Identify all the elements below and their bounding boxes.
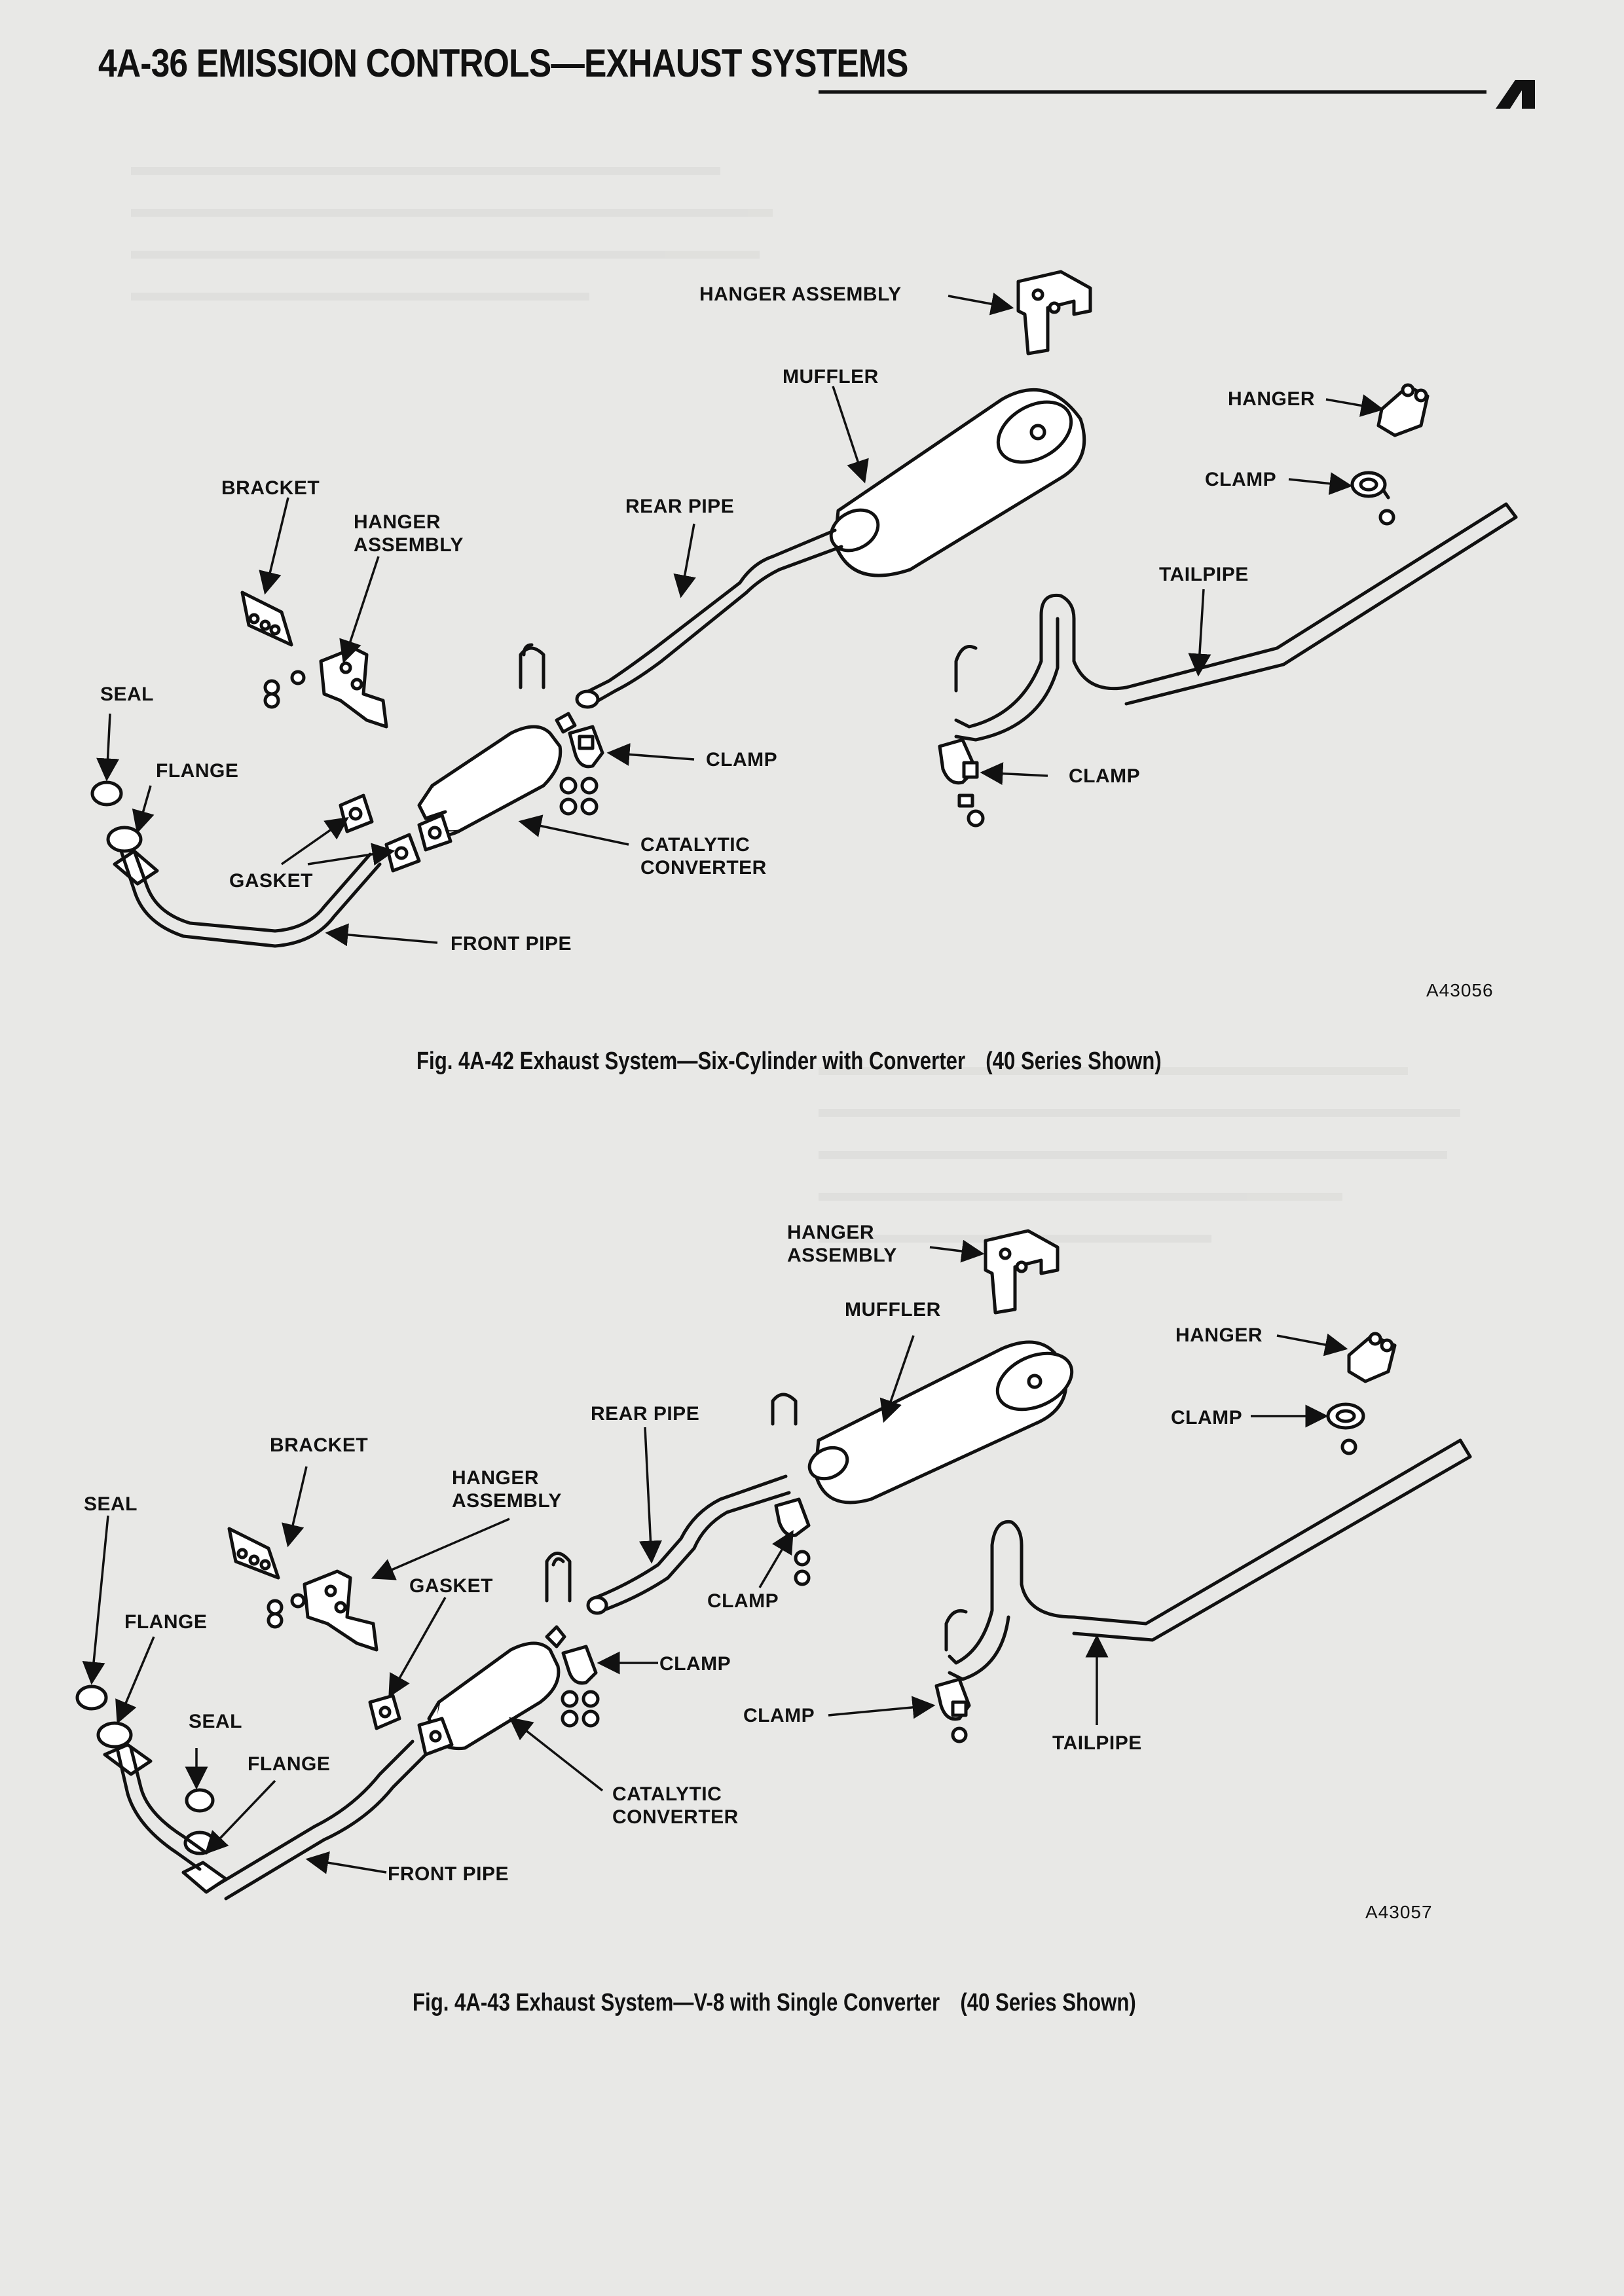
fig1-label-muffler: MUFFLER (783, 366, 879, 388)
fig2-label-flange-bottom: FLANGE (248, 1753, 331, 1775)
fig2-hanger-part (1347, 1332, 1397, 1383)
fig2-u-bolt-part (545, 1552, 572, 1603)
fig2-label-catalytic-converter: CATALYTIC CONVERTER (612, 1783, 739, 1829)
fig1-front-pipe-part (119, 849, 382, 948)
fig2-flange-top-part (96, 1721, 153, 1776)
fig1-rear-pipe-part (581, 528, 843, 706)
fig2-label-muffler: MUFFLER (845, 1299, 941, 1321)
fig1-label-seal: SEAL (100, 683, 155, 705)
fig1-label-rear-pipe: REAR PIPE (625, 496, 735, 517)
fig1-caption-note: (40 Series Shown) (986, 1048, 1162, 1075)
fig2-label-seal-top: SEAL (84, 1493, 138, 1515)
fig1-flange-part (106, 826, 159, 886)
fig2-caption: Fig. 4A-43 Exhaust System—V-8 with Singl… (413, 1989, 1136, 2017)
fig2-rear-pipe-part (594, 1474, 791, 1613)
header-rule (819, 90, 1486, 94)
fig1-clamp-tail-part (1350, 471, 1395, 526)
fig1-label-flange: FLANGE (156, 760, 239, 782)
fig2-seal-top-part (75, 1685, 108, 1711)
fig1-hanger-part (1376, 383, 1430, 437)
fig1-u-bolt-part (519, 643, 545, 689)
fig1-clamp-mid-part (559, 725, 604, 816)
bleed-through-text-left (131, 147, 786, 357)
fig2-label-tailpipe: TAILPIPE (1052, 1732, 1142, 1754)
fig2-label-bracket: BRACKET (270, 1434, 369, 1456)
fig1-hanger-assembly-part (1016, 270, 1092, 355)
fig2-u-bolt-rear-part (771, 1393, 798, 1426)
fig1-label-gasket: GASKET (229, 870, 314, 892)
fig2-clamp-right-part (934, 1677, 971, 1743)
fig2-label-gasket: GASKET (409, 1575, 494, 1597)
fig1-muffler-part (829, 388, 1086, 577)
fig2-label-clamp-right: CLAMP (743, 1705, 815, 1726)
fig2-tailpipe-part (948, 1438, 1472, 1681)
fig1-label-catalytic-converter: CATALYTIC CONVERTER (640, 834, 767, 879)
fig1-leader-lines (96, 293, 1384, 947)
fig1-clamp-right-part (938, 738, 985, 828)
fig2-gasket-part (368, 1694, 454, 1757)
fig1-label-clamp-right: CLAMP (1069, 765, 1141, 787)
fig1-clamp-u-part (954, 645, 978, 693)
fig2-label-clamp-tail: CLAMP (1171, 1407, 1243, 1429)
fig1-label-hanger-assembly-left: HANGER ASSEMBLY (354, 511, 464, 556)
fig1-label-clamp-tail: CLAMP (1205, 469, 1277, 490)
fig2-caption-main: Fig. 4A-43 Exhaust System—V-8 with Singl… (413, 1989, 940, 2016)
fig2-label-hanger: HANGER (1175, 1324, 1263, 1346)
fig1-label-bracket: BRACKET (221, 477, 320, 499)
fig1-drawing (90, 270, 1518, 948)
fig2-label-rear-pipe: REAR PIPE (591, 1403, 700, 1425)
fig1-label-hanger-assembly: HANGER ASSEMBLY (699, 283, 902, 305)
fig2-leader-lines (82, 1239, 1348, 1874)
fig2-clamp-tail-part (1326, 1402, 1365, 1455)
fig1-caption-main: Fig. 4A-42 Exhaust System—Six-Cylinder w… (416, 1048, 966, 1075)
fig2-caption-note: (40 Series Shown) (960, 1989, 1136, 2016)
header-corner-mark-icon (1496, 80, 1535, 109)
fig2-catalytic-converter-part (427, 1625, 566, 1751)
fig1-label-tailpipe: TAILPIPE (1159, 564, 1249, 585)
fig2-hanger-assembly-part (984, 1229, 1060, 1315)
fig1-label-hanger: HANGER (1228, 388, 1316, 410)
fig1-caption: Fig. 4A-42 Exhaust System—Six-Cylinder w… (416, 1048, 1162, 1076)
fig2-label-hanger-assembly: HANGER ASSEMBLY (787, 1222, 897, 1267)
fig1-gasket-part (339, 793, 452, 873)
fig1-code: A43056 (1426, 980, 1494, 1000)
fig2-label-clamp-mid: CLAMP (659, 1653, 731, 1675)
fig2-drawing (75, 1229, 1472, 1901)
fig2-hanger-assembly-left-part (267, 1569, 378, 1652)
fig1-tailpipe-part (954, 502, 1518, 742)
fig2-clamp-rear-part (774, 1497, 811, 1586)
fig1-bracket-part (240, 591, 293, 647)
fig2-label-hanger-assembly-left: HANGER ASSEMBLY (452, 1467, 562, 1512)
fig2-label-flange-top: FLANGE (124, 1611, 208, 1633)
fig2-label-seal-bottom: SEAL (189, 1711, 243, 1732)
fig2-label-front-pipe: FRONT PIPE (388, 1863, 509, 1885)
fig1-hanger-assembly-left-part (263, 646, 388, 729)
fig2-front-pipe-part (116, 1740, 428, 1901)
fig1-label-clamp-mid: CLAMP (706, 749, 778, 771)
fig1-seal-part (90, 780, 123, 807)
fig2-code: A43057 (1365, 1902, 1433, 1922)
fig2-label-clamp-rear: CLAMP (707, 1590, 779, 1612)
fig2-muffler-part (807, 1340, 1074, 1504)
fig1-label-front-pipe: FRONT PIPE (451, 933, 572, 955)
fig2-clamp-mid-part (561, 1645, 600, 1728)
fig2-bracket-part (227, 1527, 280, 1580)
fig2-seal-bottom-part (185, 1788, 215, 1813)
fig2-clamp-u-part (944, 1609, 968, 1652)
page-header-title: 4A-36 EMISSION CONTROLS—EXHAUST SYSTEMS (98, 41, 908, 85)
